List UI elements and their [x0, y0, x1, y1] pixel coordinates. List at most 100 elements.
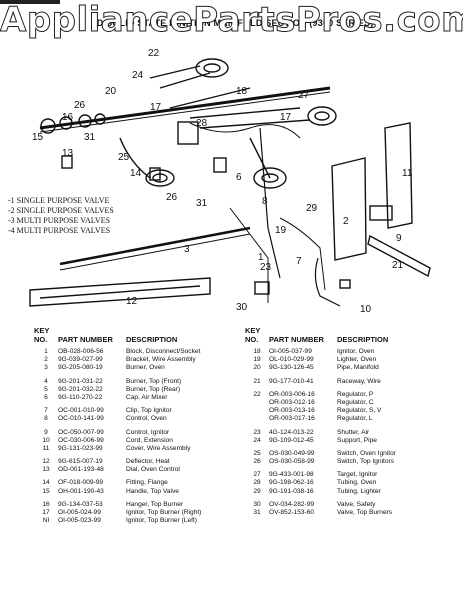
- part-number: OR-003-006-16: [269, 390, 315, 398]
- callout-8: 8: [262, 196, 268, 207]
- callout-26: 26: [74, 100, 86, 111]
- callout-23: 23: [260, 262, 272, 273]
- key-number: 17: [42, 509, 50, 516]
- part-number: OI-005-024-99: [58, 509, 101, 516]
- callout-31-lower: 31: [196, 198, 208, 209]
- diagram-drawing: [29, 58, 431, 307]
- diagram-title: ID SOLID STATE IGNITION MANIFOLD SECTION…: [94, 18, 374, 28]
- wire-cover: [384, 122, 413, 229]
- part-description: Burner, Top (Rear): [126, 385, 181, 393]
- part-description: Fitting, Flange: [126, 479, 168, 487]
- part-number: 9G-205-080-19: [58, 364, 103, 372]
- switch-31: [149, 167, 161, 181]
- callout-11: 11: [402, 168, 413, 179]
- part-description: Cover, Wire Assembly: [126, 444, 191, 452]
- callout-21: 21: [392, 260, 404, 271]
- key-header-line1: KEY: [245, 326, 261, 335]
- part-number: OD-001-193-48: [58, 466, 104, 474]
- part-number: OR-003-013-16: [269, 407, 315, 415]
- key-number: 9: [44, 428, 48, 436]
- key-number: NI: [42, 517, 50, 525]
- part-description: Regulator, C: [337, 398, 374, 406]
- key-number: 2: [44, 356, 48, 364]
- part-description: Switch, Top Ignitors: [337, 458, 395, 466]
- part-number: 9G-201-031-22: [58, 377, 103, 385]
- part-description: Control, Ignitor: [126, 428, 170, 436]
- callout-16: 16: [62, 112, 74, 123]
- cord-plug: [339, 279, 351, 289]
- table-row: OR-003-012-16 Regulator, C: [245, 399, 460, 407]
- callout-19: 19: [275, 225, 287, 236]
- callout-12: 12: [126, 296, 138, 307]
- part-description: Clip, Top Ignitor: [126, 407, 172, 415]
- part-number: 9G-615-007-19: [58, 458, 103, 466]
- part-number: 9G-134-037-53: [58, 500, 103, 508]
- part-number: OS-030-058-99: [269, 458, 315, 466]
- key-number: [245, 407, 269, 415]
- callout-17-right: 17: [280, 112, 292, 123]
- valve-1: [40, 118, 56, 134]
- switch-26: [61, 155, 73, 169]
- part-number: OI-005-023-99: [58, 517, 101, 525]
- key-number: [245, 415, 269, 423]
- callout-1: 1: [258, 252, 264, 263]
- part-number: OB-028-006-56: [58, 348, 104, 355]
- key-number: 24: [253, 436, 261, 444]
- callout-18: 18: [236, 86, 248, 97]
- part-number: OR-003-012-16: [269, 398, 315, 406]
- part-description: Switch, Oven Ignitor: [337, 449, 397, 457]
- description-header: DESCRIPTION: [337, 335, 389, 344]
- burner-rear-right: [307, 106, 337, 126]
- key-number: [245, 399, 269, 407]
- key-header-line2: NO.: [245, 335, 259, 344]
- key-number: 10: [42, 436, 50, 444]
- exploded-parts-diagram: 22 24 20 26 16 15 31 13 25 17 28 18 27 1…: [29, 48, 431, 315]
- part-description: Tubing, Lighter: [337, 487, 381, 495]
- callout-30: 30: [236, 302, 248, 313]
- part-description: Lighter, Oven: [337, 356, 377, 364]
- callout-labels: 22 24 20 26 16 15 31 13 25 17 28 18 27 1…: [32, 48, 413, 315]
- valve-legend-line: -4 MULTI PURPOSE VALVES: [8, 226, 111, 235]
- part-number: OC-010-141-99: [58, 415, 104, 423]
- key-number: 6: [44, 393, 48, 401]
- key-number: 28: [253, 479, 261, 487]
- part-description: Cap, Air Mixer: [126, 393, 168, 401]
- key-number: 20: [253, 364, 261, 372]
- part-number: 9G-201-032-22: [58, 385, 103, 393]
- valve-3: [78, 114, 92, 128]
- callout-13: 13: [62, 148, 74, 159]
- watermark-logo: AppliancePartsPros.com: [0, 0, 463, 41]
- part-number: 4G-124-013-22: [269, 428, 314, 436]
- callout-10: 10: [360, 304, 372, 315]
- part-description: Ignitor, Top Burner (Left): [126, 517, 197, 525]
- part-number: OV-852-153-60: [269, 509, 315, 516]
- part-number: OI-005-037-99: [269, 348, 312, 355]
- top-border-mark: [0, 0, 60, 4]
- valve-legend-line: -1 SINGLE PURPOSE VALVE: [8, 196, 110, 205]
- part-description: Ignitor, Oven: [337, 348, 375, 355]
- part-number: 9G-109-012-45: [269, 436, 314, 444]
- callout-15: 15: [32, 132, 44, 143]
- valve-legend: -1 SINGLE PURPOSE VALVE -2 SINGLE PURPOS…: [8, 196, 114, 236]
- part-description: Shutter, Air: [337, 428, 370, 436]
- part-number: OR-003-017-16: [269, 415, 315, 423]
- part-number: OC-030-006-99: [58, 436, 104, 444]
